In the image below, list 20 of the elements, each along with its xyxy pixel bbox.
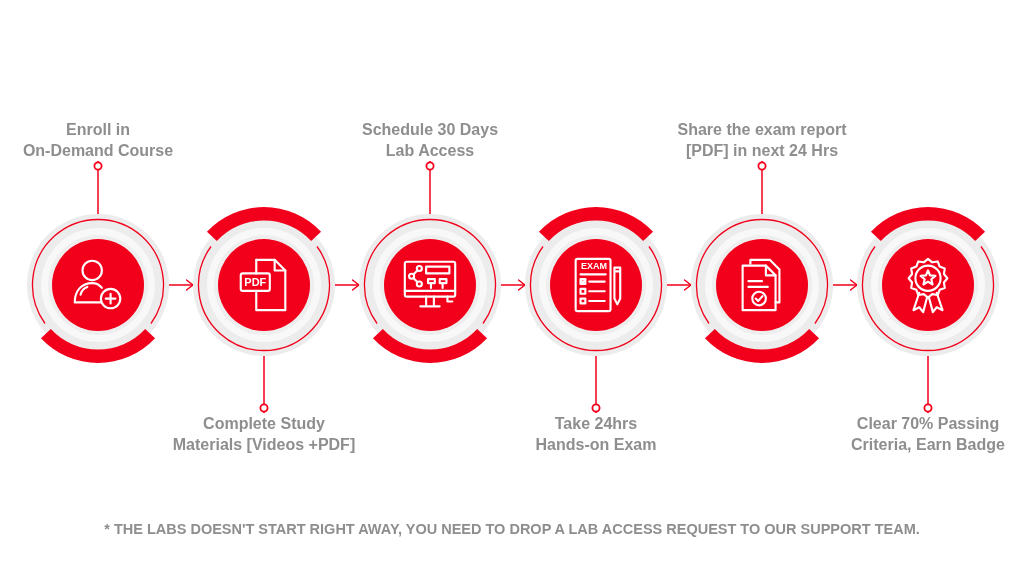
step-label: Schedule 30 Days Lab Access — [350, 119, 510, 161]
leader-line — [757, 160, 767, 215]
arrow — [666, 279, 692, 291]
leader-line — [923, 355, 933, 414]
step-label: Complete Study Materials [Videos +PDF] — [170, 413, 358, 455]
footnote: * THE LABS DOESN'T START RIGHT AWAY, YOU NEED TO DROP A LAB ACCESS REQUEST TO OUR SUPPORT TEAM. — [103, 520, 921, 538]
step-label: Enroll in On-Demand Course — [20, 119, 176, 161]
arrow — [168, 279, 194, 291]
leader-line — [93, 160, 103, 215]
leader-line — [425, 160, 435, 215]
leader-line — [259, 355, 269, 414]
step-label: Clear 70% Passing Criteria, Earn Badge — [838, 413, 1018, 455]
arrow — [334, 279, 360, 291]
leader-line — [591, 355, 601, 414]
step-label: Share the exam report [PDF] in next 24 Hrs — [662, 119, 862, 161]
arrow — [832, 279, 858, 291]
icon-text: PDF — [243, 275, 268, 290]
arrow — [500, 279, 526, 291]
step-label: Take 24hrs Hands-on Exam — [526, 413, 666, 455]
icon-text: EXAM — [580, 261, 609, 272]
